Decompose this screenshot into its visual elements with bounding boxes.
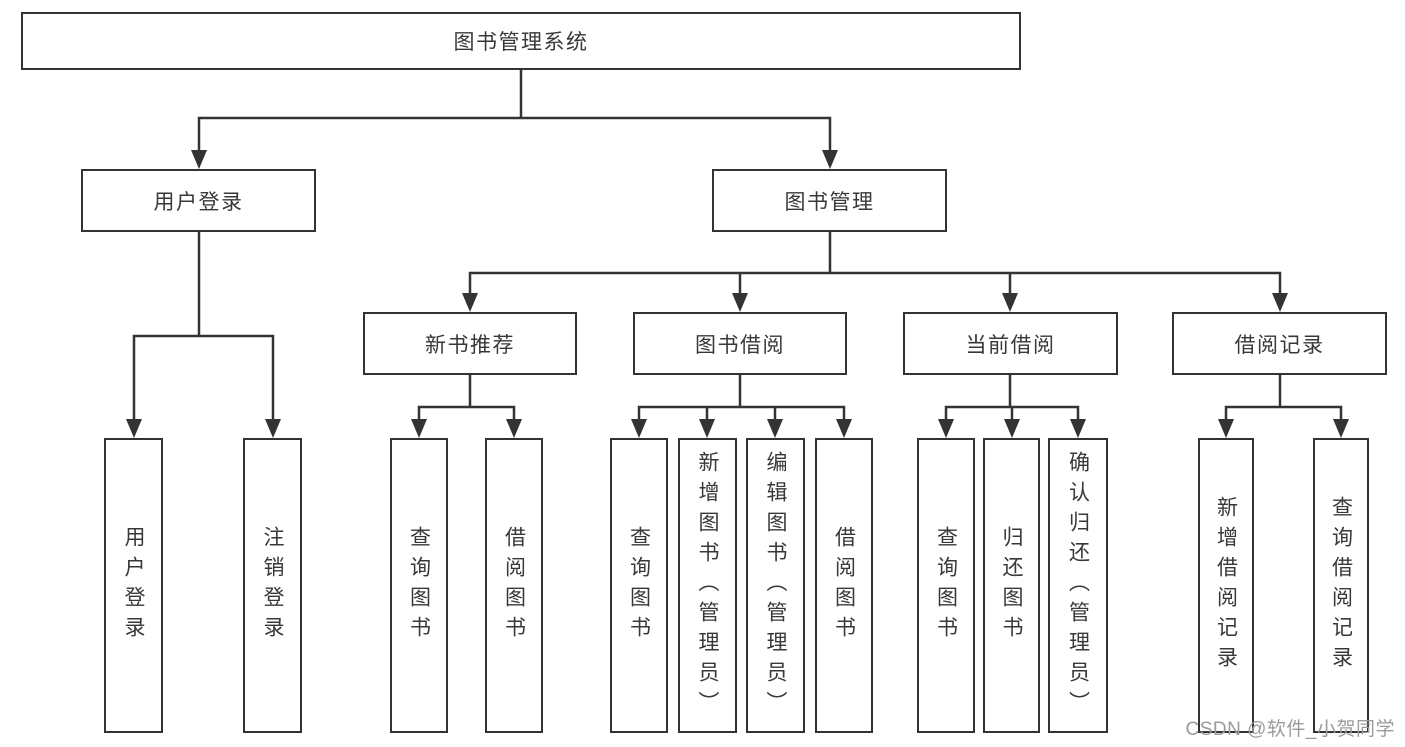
arrow-down-icon (411, 419, 427, 438)
node-label: 当前借阅 (965, 333, 1056, 357)
node-label: 图书管理 (784, 190, 875, 214)
leaf-query-books-recommend: 查询图书 (390, 438, 448, 733)
connectors-user-login (126, 230, 281, 438)
node-label: 查询图书 (934, 525, 958, 646)
leaf-query-books-current: 查询图书 (917, 438, 975, 733)
node-label: 查询图书 (627, 525, 651, 646)
arrow-down-icon (1333, 419, 1349, 438)
watermark-text: CSDN @软件_小贺同学 (1185, 719, 1395, 740)
node-label: 注销登录 (261, 525, 284, 646)
node-label: 新书推荐 (425, 333, 515, 357)
node-label: 图书借阅 (695, 333, 785, 357)
leaf-edit-book-admin: 编辑图书（管理员） (746, 438, 805, 733)
leaf-return-book: 归还图书 (983, 438, 1040, 733)
connectors-book-management (462, 230, 1288, 312)
node-label: 借阅记录 (1234, 333, 1325, 357)
node-current-borrow: 当前借阅 (903, 312, 1118, 375)
arrow-down-icon (462, 293, 478, 312)
connectors-book-borrow (631, 373, 852, 438)
arrow-down-icon (699, 419, 715, 438)
arrow-down-icon (732, 293, 748, 312)
connectors-root (191, 68, 838, 169)
connectors-new-book-recommend (411, 373, 522, 438)
arrow-down-icon (265, 419, 281, 438)
node-label: 确认归还（管理员） (1066, 450, 1090, 721)
arrow-down-icon (191, 150, 207, 169)
leaf-add-borrow-record: 新增借阅记录 (1198, 438, 1254, 733)
connectors-current-borrow (938, 373, 1086, 438)
node-label: 查询图书 (407, 525, 431, 646)
node-borrow-records: 借阅记录 (1172, 312, 1387, 375)
node-label: 用户登录 (122, 525, 145, 646)
leaf-query-books-borrow: 查询图书 (610, 438, 668, 733)
leaf-confirm-return-admin: 确认归还（管理员） (1048, 438, 1108, 733)
arrow-down-icon (506, 419, 522, 438)
arrow-down-icon (1218, 419, 1234, 438)
node-book-borrow: 图书借阅 (633, 312, 847, 375)
arrow-down-icon (631, 419, 647, 438)
node-new-book-recommend: 新书推荐 (363, 312, 577, 375)
node-label: 查询借阅记录 (1329, 495, 1353, 676)
node-label: 新增借阅记录 (1214, 495, 1238, 676)
leaf-query-borrow-record: 查询借阅记录 (1313, 438, 1369, 733)
arrow-down-icon (1070, 419, 1086, 438)
node-label: 图书管理系统 (453, 31, 589, 54)
leaf-user-login: 用户登录 (104, 438, 163, 733)
arrow-down-icon (822, 150, 838, 169)
node-label: 用户登录 (153, 190, 244, 214)
node-user-login: 用户登录 (81, 169, 316, 232)
leaf-add-book-admin: 新增图书（管理员） (678, 438, 737, 733)
arrow-down-icon (938, 419, 954, 438)
leaf-logout: 注销登录 (243, 438, 302, 733)
arrow-down-icon (1004, 419, 1020, 438)
arrow-down-icon (126, 419, 142, 438)
leaf-borrow-books-recommend: 借阅图书 (485, 438, 543, 733)
node-label: 借阅图书 (832, 525, 856, 646)
arrow-down-icon (836, 419, 852, 438)
arrow-down-icon (1002, 293, 1018, 312)
node-library-management-system: 图书管理系统 (21, 12, 1021, 70)
arrow-down-icon (1272, 293, 1288, 312)
node-label: 归还图书 (1000, 525, 1023, 646)
node-label: 编辑图书（管理员） (764, 450, 787, 721)
leaf-borrow-books-borrow: 借阅图书 (815, 438, 873, 733)
arrow-down-icon (767, 419, 783, 438)
node-book-management: 图书管理 (712, 169, 947, 232)
node-label: 新增图书（管理员） (696, 450, 719, 721)
connectors-borrow-records (1218, 373, 1349, 438)
node-label: 借阅图书 (502, 525, 526, 646)
